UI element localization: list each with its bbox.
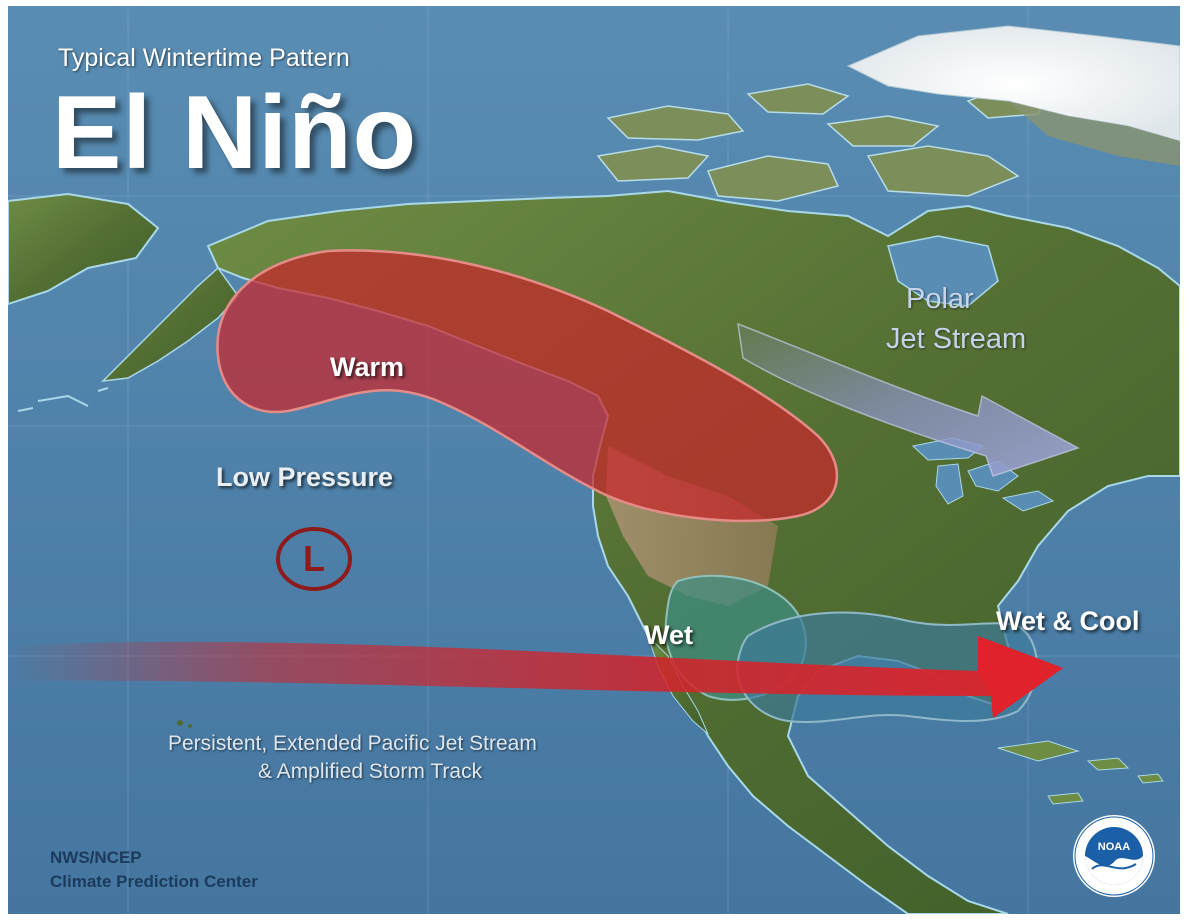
map-title: El Niño xyxy=(52,75,418,191)
warm-region xyxy=(216,249,839,523)
map-subtitle: Typical Wintertime Pattern xyxy=(58,44,350,72)
pacific-jet-label-line1: Persistent, Extended Pacific Jet Stream xyxy=(168,732,537,755)
hudson-bay xyxy=(887,235,999,307)
greenland-coast xyxy=(1008,101,1180,166)
polar-jet-arrow xyxy=(737,322,1080,477)
warm-label: Warm xyxy=(330,352,405,382)
pacific-jet-arrow xyxy=(8,636,1063,718)
low-symbol-letter: L xyxy=(303,538,325,579)
low-pressure-symbol: L xyxy=(276,527,352,591)
noaa-logo-icon: NOAA xyxy=(1073,815,1155,897)
pacific-jet-label-line2: & Amplified Storm Track xyxy=(258,760,483,783)
aleutian-islands xyxy=(17,387,109,412)
map-canvas xyxy=(8,6,1180,914)
hawaii-islands xyxy=(177,720,192,728)
noaa-logo-text: NOAA xyxy=(1098,841,1130,853)
credit-line1: NWS/NCEP xyxy=(50,848,142,867)
credit-line2: Climate Prediction Center xyxy=(50,872,258,891)
el-nino-map: Typical Wintertime Pattern El Niño Warm … xyxy=(8,6,1180,914)
alaska-peninsula xyxy=(100,266,239,383)
polar-jet-label-line2: Jet Stream xyxy=(886,323,1027,355)
wet-label: Wet xyxy=(644,620,694,650)
siberia-landmass xyxy=(8,192,160,306)
low-pressure-label: Low Pressure xyxy=(216,462,394,492)
polar-jet-label-line1: Polar xyxy=(906,283,974,315)
wet-cool-label: Wet & Cool xyxy=(996,606,1140,636)
caribbean-islands xyxy=(997,740,1164,805)
